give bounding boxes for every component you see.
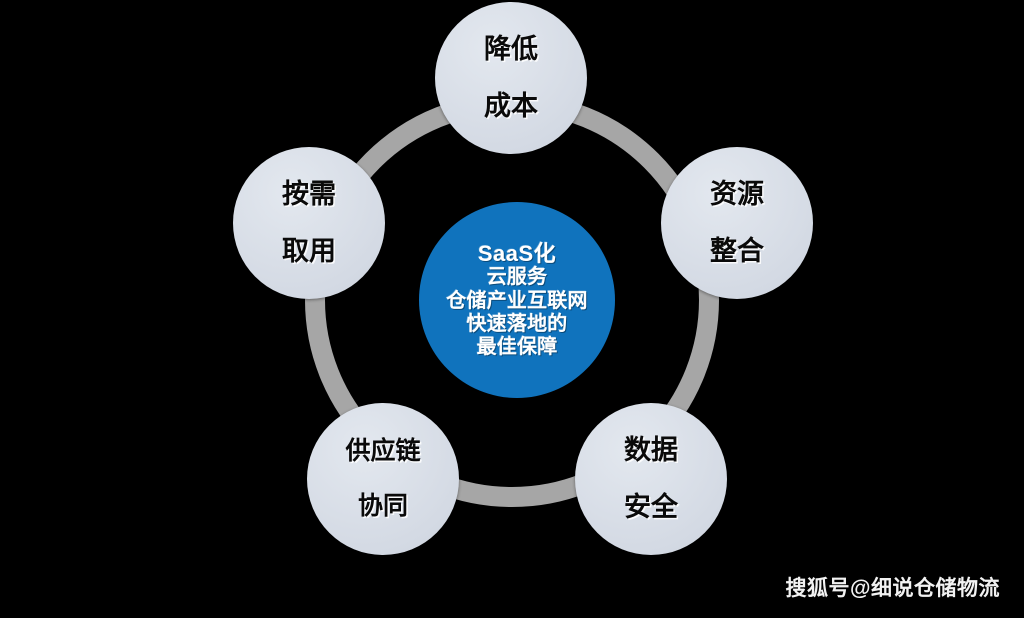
node-line-primary: 资源 — [710, 179, 764, 209]
node-line-primary: 降低 — [484, 34, 538, 64]
hub-line-1: SaaS化 — [477, 240, 557, 266]
node-reduce-cost: 降低 成本 — [435, 2, 587, 154]
hub-line-3: 仓储产业互联网 — [446, 289, 588, 312]
hub-line-4: 快速落地的 — [466, 312, 568, 335]
center-hub: SaaS化 云服务 仓储产业互联网 快速落地的 最佳保障 — [419, 202, 615, 398]
node-resource-integration: 资源 整合 — [661, 147, 813, 299]
node-line-secondary: 成本 — [484, 91, 538, 121]
hub-line-5: 最佳保障 — [476, 335, 558, 358]
node-line-primary: 数据 — [624, 435, 678, 465]
node-line-primary: 按需 — [282, 179, 336, 209]
node-supply-chain-collaboration: 供应链 协同 — [307, 403, 459, 555]
node-line-primary: 供应链 — [345, 437, 421, 465]
watermark-text: 搜狐号@细说仓储物流 — [785, 577, 1000, 600]
node-data-security: 数据 安全 — [575, 403, 727, 555]
node-line-secondary: 取用 — [282, 236, 336, 266]
node-on-demand-usage: 按需 取用 — [233, 147, 385, 299]
node-line-secondary: 协同 — [357, 492, 408, 520]
hub-line-2: 云服务 — [486, 266, 548, 289]
node-line-secondary: 整合 — [710, 236, 764, 266]
node-line-secondary: 安全 — [624, 492, 678, 522]
